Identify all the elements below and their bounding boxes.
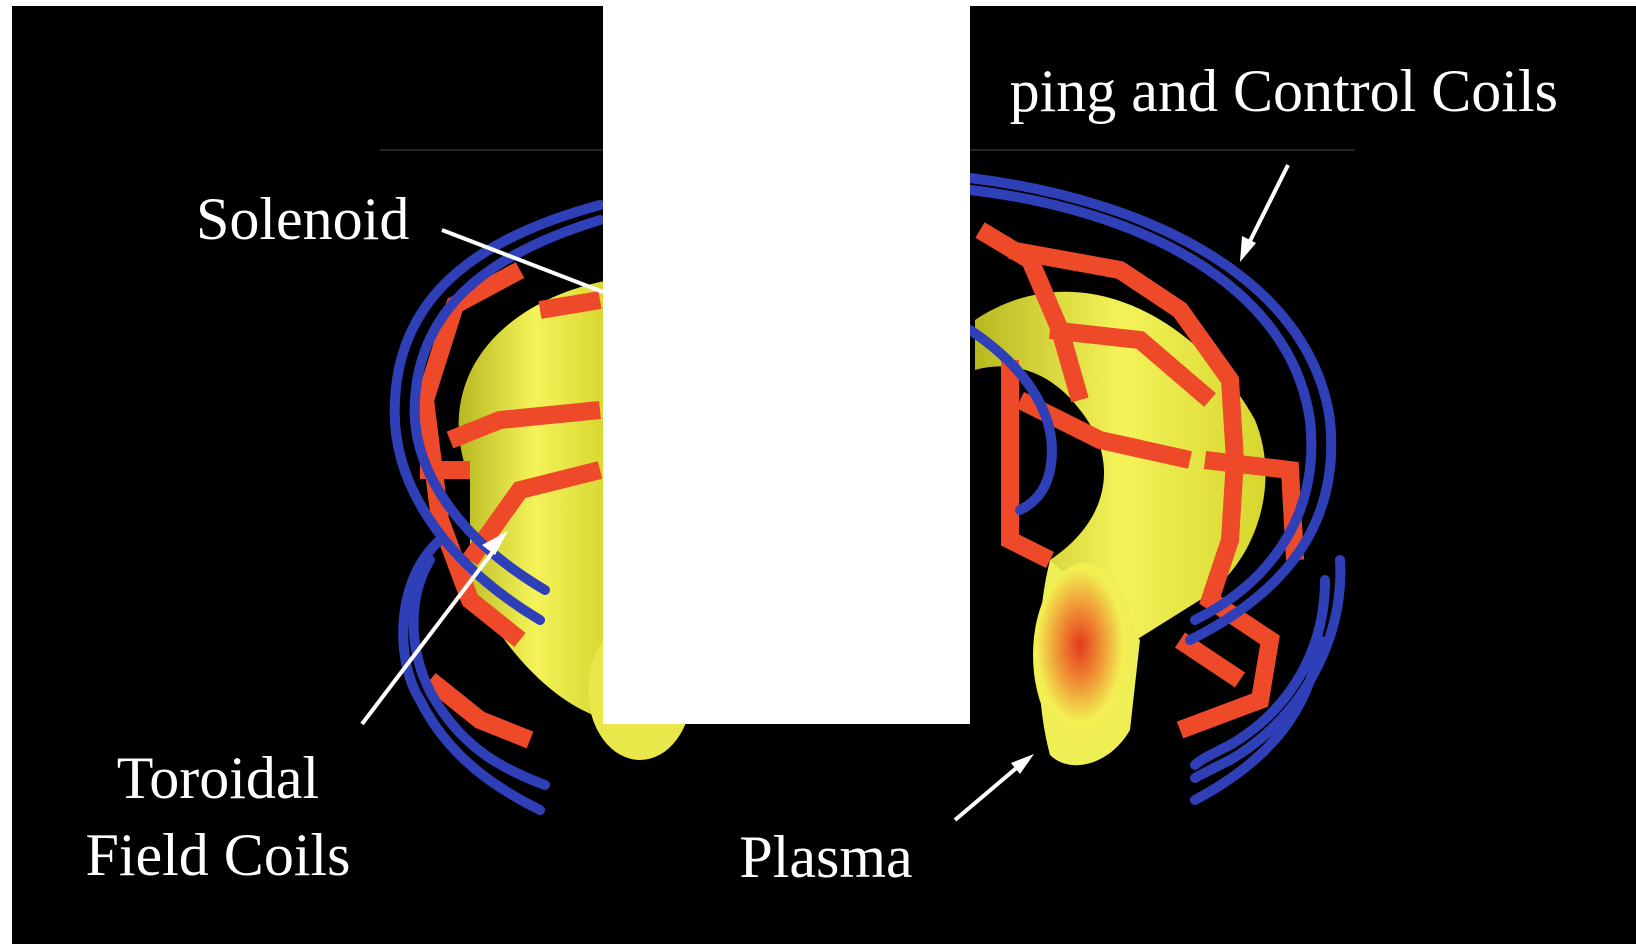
- label-toroidal-line-1: Toroidal: [117, 745, 319, 811]
- label-toroidal-line-2: Field Coils: [85, 822, 350, 888]
- label-shaping-coils: ping and Control Coils: [1010, 58, 1558, 124]
- occluding-block: [603, 0, 970, 724]
- plasma-core-cross-section: [1033, 563, 1137, 747]
- label-plasma: Plasma: [739, 824, 912, 890]
- label-solenoid: Solenoid: [196, 186, 409, 252]
